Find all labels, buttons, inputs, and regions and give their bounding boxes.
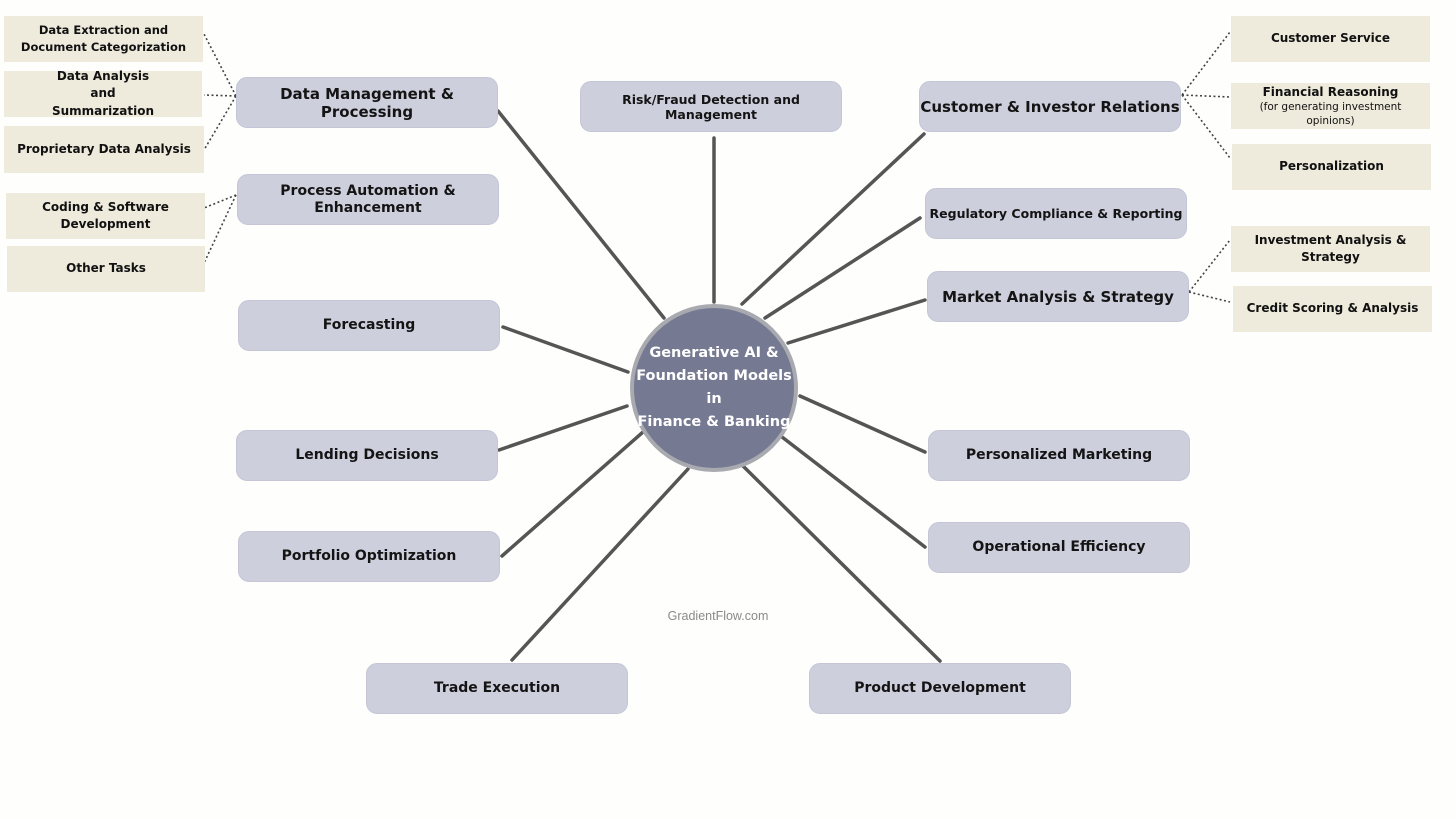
leaf-investment-analysis: Investment Analysis & Strategy [1231, 226, 1430, 272]
branch-trade-execution-label: Trade Execution [433, 680, 561, 697]
leaf-data-analysis: Data Analysis and Summarization [4, 68, 202, 118]
branch-lending: Lending Decisions [236, 430, 498, 481]
dot-investment-analysis [1188, 239, 1231, 293]
branch-product-development: Product Development [809, 663, 1071, 714]
leaf-coding-label: Coding & Software Development [42, 199, 169, 231]
branch-process-automation: Process Automation & Enhancement [237, 174, 499, 225]
spoke-regulatory [763, 216, 922, 320]
spoke-portfolio [500, 430, 645, 558]
leaf-proprietary: Proprietary Data Analysis [4, 126, 204, 173]
branch-process-automation-label: Process Automation & Enhancement [280, 182, 456, 216]
branch-customer-investor-label: Customer & Investor Relations [920, 97, 1180, 116]
branch-forecasting: Forecasting [238, 300, 500, 351]
spoke-customer-investor [740, 132, 926, 306]
leaf-personalization: Personalization [1232, 144, 1431, 190]
spoke-product-development [741, 464, 942, 663]
dot-credit-scoring [1188, 291, 1231, 303]
leaf-other-tasks: Other Tasks [7, 246, 205, 292]
branch-data-management-label: Data Management & Processing [280, 84, 454, 121]
dot-other-tasks [203, 194, 237, 264]
branch-operational: Operational Efficiency [928, 522, 1190, 573]
leaf-credit-scoring-label: Credit Scoring & Analysis [1246, 301, 1419, 316]
spoke-operational [780, 435, 927, 549]
leaf-financial-reasoning: Financial Reasoning (for generating inve… [1231, 83, 1430, 129]
branch-personalized-marketing-label: Personalized Marketing [965, 447, 1153, 464]
branch-forecasting-label: Forecasting [322, 317, 416, 334]
branch-operational-label: Operational Efficiency [972, 539, 1146, 556]
leaf-data-analysis-label: Data Analysis and Summarization [51, 68, 155, 118]
spoke-trade-execution [510, 467, 690, 662]
spoke-data-management [496, 109, 666, 320]
dot-data-extraction [203, 33, 237, 97]
leaf-data-extraction-label: Data Extraction and Document Categorizat… [20, 23, 187, 54]
leaf-other-tasks-label: Other Tasks [66, 261, 146, 276]
spoke-personalized-marketing [798, 394, 927, 454]
branch-personalized-marketing: Personalized Marketing [928, 430, 1190, 481]
branch-customer-investor: Customer & Investor Relations [919, 81, 1181, 132]
branch-trade-execution: Trade Execution [366, 663, 628, 714]
branch-portfolio-label: Portfolio Optimization [281, 548, 457, 565]
branch-portfolio: Portfolio Optimization [238, 531, 500, 582]
dot-data-analysis [203, 94, 237, 97]
branch-market-analysis: Market Analysis & Strategy [927, 271, 1189, 322]
leaf-data-extraction: Data Extraction and Document Categorizat… [4, 16, 203, 62]
branch-data-management: Data Management & Processing [236, 77, 498, 128]
dot-customer-service [1181, 31, 1231, 96]
branch-lending-label: Lending Decisions [295, 447, 439, 464]
leaf-customer-service: Customer Service [1231, 16, 1430, 62]
hub-label: Generative AI & Foundation Models in Fin… [636, 345, 792, 430]
leaf-proprietary-label: Proprietary Data Analysis [17, 141, 191, 156]
credit-text: GradientFlow.com [667, 609, 769, 623]
dot-personalization [1181, 94, 1231, 159]
leaf-personalization-label: Personalization [1279, 159, 1384, 174]
leaf-investment-analysis-label: Investment Analysis & Strategy [1254, 232, 1407, 264]
branch-regulatory: Regulatory Compliance & Reporting [925, 188, 1187, 239]
leaf-financial-reasoning-note: (for generating investment opinions) [1259, 101, 1402, 127]
branch-regulatory-label: Regulatory Compliance & Reporting [929, 206, 1183, 221]
dot-coding [203, 194, 237, 209]
hub-circle: Generative AI & Foundation Models in Fin… [630, 304, 798, 472]
leaf-coding: Coding & Software Development [6, 193, 205, 239]
leaf-customer-service-label: Customer Service [1270, 31, 1391, 46]
branch-market-analysis-label: Market Analysis & Strategy [942, 287, 1174, 306]
branch-risk-fraud-label: Risk/Fraud Detection and Management [622, 91, 800, 122]
spoke-market-analysis [786, 298, 927, 345]
branch-risk-fraud: Risk/Fraud Detection and Management [580, 81, 842, 132]
dot-proprietary [203, 95, 237, 151]
spoke-forecasting [501, 325, 630, 374]
spoke-lending [497, 404, 629, 452]
dot-financial-reasoning [1181, 94, 1231, 98]
leaf-financial-reasoning-label: Financial Reasoning [1262, 84, 1399, 99]
leaf-credit-scoring: Credit Scoring & Analysis [1233, 286, 1432, 332]
branch-product-development-label: Product Development [854, 680, 1026, 697]
